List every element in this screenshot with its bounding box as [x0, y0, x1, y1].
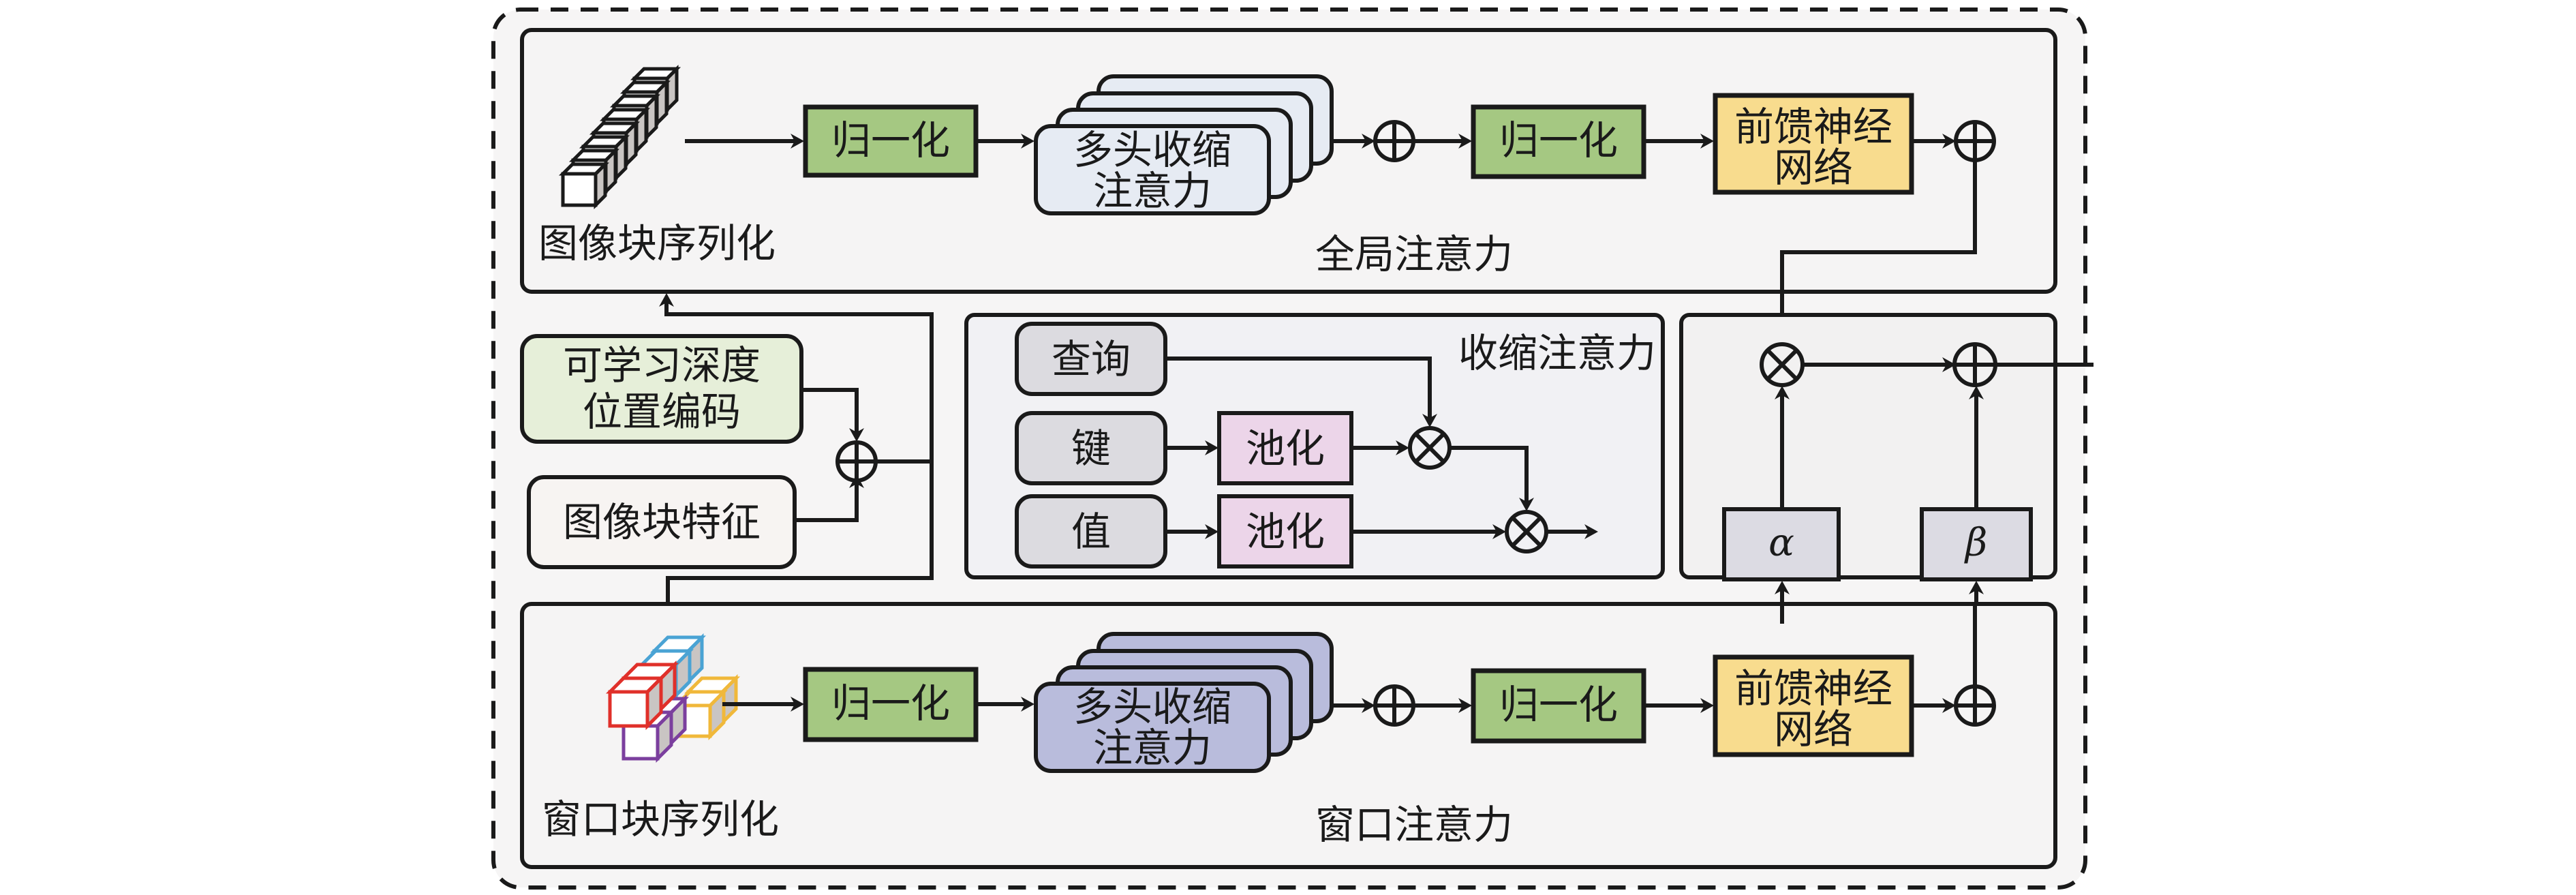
- value-label: 值: [1071, 509, 1111, 555]
- global-mha-label-2: 注意力: [1093, 168, 1212, 214]
- fusion-add-icon: [1952, 342, 1997, 387]
- arrowhead: [1362, 698, 1375, 713]
- window-norm2-label: 归一化: [1499, 682, 1618, 728]
- global-add2-icon: [1954, 120, 1996, 162]
- arrowhead: [1458, 134, 1472, 149]
- window-mha-label-2: 注意力: [1093, 725, 1212, 771]
- arrowhead: [1362, 134, 1375, 149]
- arrowhead: [1205, 440, 1218, 455]
- global-norm1-box[interactable]: [803, 104, 979, 178]
- window-add2-icon: [1954, 684, 1996, 727]
- arrowhead: [1969, 581, 1984, 594]
- patch-feat-to-add-line: [795, 481, 859, 522]
- pos-enc-to-add-line: [801, 388, 859, 435]
- global-serialization-label: 图像块序列化: [538, 220, 776, 267]
- key-label: 键: [1071, 425, 1111, 472]
- arrowhead: [1700, 698, 1714, 713]
- window-ffn-label-2: 网络: [1774, 706, 1853, 753]
- arrowhead: [1942, 357, 1956, 372]
- window-mha-stack[interactable]: [1034, 632, 1334, 773]
- window-serialization-label: 窗口块序列化: [542, 796, 779, 843]
- global-mha-stack[interactable]: [1034, 74, 1334, 215]
- arrowhead: [1396, 440, 1409, 455]
- global-norm2-label: 归一化: [1499, 117, 1618, 164]
- window-norm1-label: 归一化: [831, 680, 950, 727]
- window-cube-purple: [619, 708, 676, 763]
- feature-to-global-line: [664, 300, 934, 450]
- global-norm2-box[interactable]: [1471, 104, 1646, 179]
- global-attention-title: 全局注意力: [1315, 231, 1513, 277]
- arrowhead: [849, 428, 864, 442]
- global-output-line: [1780, 160, 1977, 336]
- patch-features-label: 图像块特征: [563, 499, 761, 545]
- qk-to-v-mul-line: [1450, 446, 1529, 504]
- global-mha-label-1: 多头收缩: [1073, 127, 1231, 173]
- arrowhead: [659, 293, 674, 307]
- alpha-label: α: [1768, 521, 1794, 565]
- global-ffn-box[interactable]: [1713, 93, 1914, 195]
- arrowhead: [1700, 134, 1714, 149]
- window-ffn-label-1: 前馈神经: [1734, 665, 1892, 712]
- query-label: 查询: [1052, 336, 1131, 382]
- arrowhead: [791, 697, 804, 712]
- window-add1-icon: [1373, 684, 1415, 727]
- arrowhead: [1205, 524, 1218, 539]
- beta-box[interactable]: [1920, 507, 2033, 581]
- pos-encoding-label-1: 可学习深度: [563, 342, 761, 389]
- arrowhead: [1584, 524, 1598, 539]
- query-to-mul-line: [1165, 357, 1432, 421]
- global-norm1-label: 归一化: [831, 117, 950, 164]
- global-ffn-label-2: 网络: [1774, 145, 1853, 191]
- arrowhead: [1775, 581, 1790, 594]
- arrowhead: [1942, 134, 1956, 149]
- patch-cube: [558, 160, 610, 210]
- beta-label: β: [1964, 521, 1987, 565]
- window-patch-cubes: [605, 633, 741, 763]
- pool1-box[interactable]: [1217, 411, 1353, 485]
- arrowhead: [1519, 498, 1534, 511]
- global-add1-icon: [1373, 120, 1415, 162]
- window-cube-red: [605, 673, 666, 731]
- arrowhead: [791, 134, 804, 149]
- pool1-label: 池化: [1246, 425, 1325, 472]
- window-attention-title: 窗口注意力: [1315, 802, 1513, 848]
- arrowhead: [1942, 698, 1956, 713]
- input-add-icon: [835, 440, 878, 483]
- arrowhead: [1492, 524, 1506, 539]
- shrink-attention-title: 收缩注意力: [1458, 330, 1656, 376]
- window-norm2-box[interactable]: [1471, 668, 1646, 744]
- arrowhead: [1422, 414, 1437, 427]
- image-patch-cubes: [558, 64, 681, 210]
- arrowhead: [1021, 697, 1034, 712]
- arrowhead: [1969, 386, 1984, 399]
- pos-encoding-label-2: 位置编码: [583, 389, 741, 435]
- arrowhead: [1458, 698, 1472, 713]
- global-ffn-label-1: 前馈神经: [1734, 104, 1892, 150]
- pool2-label: 池化: [1246, 509, 1325, 555]
- window-mha-label-1: 多头收缩: [1073, 684, 1231, 730]
- arrowhead: [1775, 386, 1790, 399]
- feature-to-window-line: [666, 450, 934, 616]
- window-norm1-box[interactable]: [803, 667, 979, 742]
- arrowhead: [1021, 134, 1034, 149]
